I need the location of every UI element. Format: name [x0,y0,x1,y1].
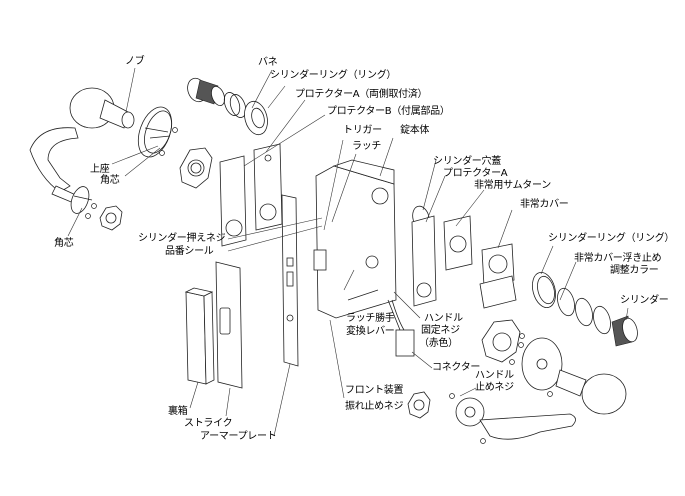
strike-box [184,287,215,385]
lower-rose [70,186,93,214]
cylinder-ring-top [244,100,268,136]
protector-a-right [411,215,437,307]
label-spindle-upper: 角芯 [100,175,120,186]
label-latch-hand-lever-2: 変換レバー [346,326,395,337]
protector-b [219,155,247,247]
label-emergency-cover: 非常カバー [520,199,569,210]
label-cover-float-stop-1: 非常カバー浮き止め [574,253,662,264]
lever-handle-right [479,413,576,440]
lock-body [313,159,397,319]
label-cylinder: シリンダー [620,295,669,306]
label-lock-body: 錠本体 [400,125,430,136]
screws-left [85,127,178,219]
lower-rose-right [455,397,485,427]
label-upper-rose: 上座 [90,164,110,175]
label-latch: ラッチ [352,141,382,152]
label-handle-stop-screw-2: 止めネジ [475,382,514,393]
leader-lines [67,67,629,437]
label-protector-a-right: プロテクターA [443,168,508,179]
label-cylinder-ring-right: シリンダーリング（リング） [548,233,675,244]
cylinder-right [611,315,638,347]
label-handle-stop-screw-1: ハンドル [475,370,514,381]
rose-plate-small-right [407,391,431,419]
label-armor-plate: アーマープレート [200,431,277,442]
label-trigger: トリガー [343,125,382,136]
cylinder-ring-right [531,271,557,309]
label-spindle-lower: 角芯 [54,238,74,249]
upper-rose [137,106,173,158]
label-spring: バネ [258,57,278,68]
label-connector: コネクター [432,362,481,373]
label-front-antiloose-1: フロント装置 [345,385,404,396]
knob-right [521,337,627,415]
label-emergency-thumbturn: 非常用サムターン [474,180,551,191]
emergency-thumbturn [443,215,473,271]
label-model-sticker: 品番シール [165,246,214,257]
strike-plate [215,261,243,389]
spring [223,92,247,118]
label-handle-fix-screw-3: （赤色） [419,338,458,349]
rose-plate-small [99,205,123,231]
label-handle-fix-screw-1: ハンドル [424,313,463,324]
label-cylinder-set-screw: シリンダー押えネジ [138,233,226,244]
label-knob: ノブ [125,56,145,67]
label-handle-fix-screw-2: 固定ネジ [421,325,460,336]
adjust-collars [557,287,611,335]
knob [69,87,135,129]
cylinder-top [187,77,225,107]
label-protector-a-top: プロテクターA（両側取付済） [295,89,428,100]
screws-right [449,333,553,444]
label-latch-hand-lever-1: ラッチ勝手 [346,313,395,324]
emergency-cover [479,243,517,309]
label-cylinder-ring-top: シリンダーリング（リング） [270,70,397,81]
connector [387,299,415,357]
label-cylinder-hole-cover: シリンダー穴蓋 [433,156,501,167]
label-protector-b: プロテクターB（付属部品） [327,106,450,117]
rose-plate-left [179,147,213,189]
front-plate [281,194,299,367]
lever-handle-left [29,127,79,205]
label-front-antiloose-2: 振れ止めネジ [345,401,404,412]
label-strike-box: 裏箱 [168,406,188,417]
label-cover-float-stop-2: 調整カラー [610,265,659,276]
label-strike: ストライク [184,418,233,429]
rose-plate-right [481,319,521,363]
